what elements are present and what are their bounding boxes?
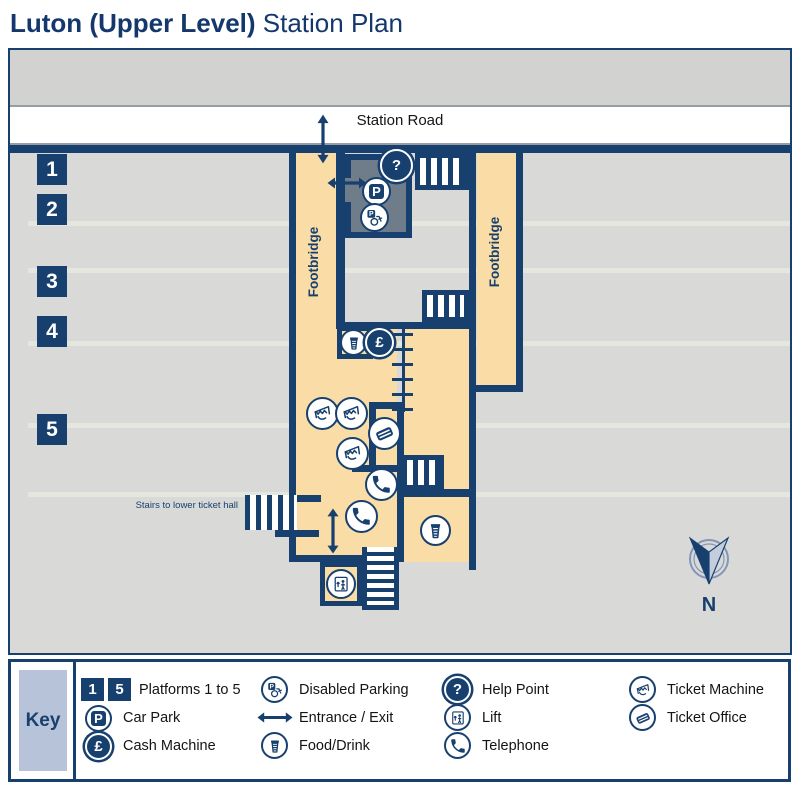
ticket-gate-tie: [392, 408, 413, 411]
key-label: Key: [19, 670, 67, 771]
telephone-icon: [365, 468, 398, 501]
stairs: [415, 153, 469, 190]
car-park-icon: P: [85, 705, 112, 732]
wall-segment: [275, 530, 319, 537]
disabled-parking-icon: P: [261, 676, 288, 703]
cash-machine-icon: £: [365, 328, 394, 357]
compass-north-label: N: [701, 594, 717, 616]
key-item-ticket-office: Ticket Office: [667, 710, 747, 726]
key-item-help-point: Help Point: [482, 682, 549, 698]
wall-segment: [397, 409, 404, 562]
telephone-icon: [444, 732, 471, 759]
ticket-office-icon: [368, 417, 401, 450]
compass-icon: [679, 532, 739, 592]
telephone-icon: [345, 500, 378, 533]
footbridge-left-label: Footbridge: [306, 226, 321, 298]
key-item-car-park: Car Park: [123, 710, 181, 726]
footbridge-right-area: [477, 153, 516, 385]
platform-4-badge: 4: [37, 316, 67, 347]
wall-segment: [345, 322, 476, 329]
stairs-to-lower-ticket-hall: [245, 495, 297, 530]
key-item-disabled-parking: Disabled Parking: [299, 682, 409, 698]
ticket-gate-tie: [392, 333, 413, 336]
station-road-label: Station Road: [356, 112, 444, 129]
key-divider: [73, 662, 76, 779]
platform-5-badge: 5: [37, 414, 67, 445]
stairs-down: [362, 547, 399, 610]
key-item-entrance-exit: Entrance / Exit: [299, 710, 394, 726]
key-item-cash-machine: Cash Machine: [123, 738, 216, 754]
lift-icon: [444, 704, 471, 731]
wall-segment: [336, 145, 345, 329]
ticket-gate-tie: [392, 348, 413, 351]
wall-segment: [397, 489, 469, 497]
ticket-machine-icon: [306, 397, 339, 430]
car-park-icon: P: [362, 177, 391, 206]
wall-segment: [289, 531, 296, 562]
disabled-parking-icon: P: [360, 203, 389, 232]
entrance-exit-icon: [257, 711, 293, 724]
wall-segment: [289, 145, 296, 499]
key-item-food-drink: Food/Drink: [299, 738, 370, 754]
stairs: [422, 290, 469, 322]
wall-segment: [294, 495, 321, 502]
ticket-machine-icon: [335, 397, 368, 430]
ticket-gate-tie: [392, 363, 413, 366]
ticket-office-icon: [629, 704, 656, 731]
station-map: Station Road 1 2 3 4 5 Footbridge Footbr…: [8, 48, 792, 655]
svg-text:P: P: [269, 683, 274, 690]
food-drink-icon: [340, 329, 367, 356]
key-item-telephone: Telephone: [482, 738, 549, 754]
cash-machine-icon: £: [85, 733, 112, 760]
wall-segment: [516, 145, 523, 392]
entrance-exit-arrow: [316, 114, 330, 164]
ticket-gate-tie: [392, 393, 413, 396]
wall-segment: [469, 145, 476, 570]
food-drink-icon: [261, 732, 288, 759]
page-title: Luton (Upper Level) Station Plan: [10, 8, 403, 39]
ticket-gate-tie: [392, 378, 413, 381]
wall-segment: [289, 555, 400, 562]
key-platform-badge-1: 1: [81, 678, 104, 701]
lift-icon: [326, 569, 356, 599]
ticket-machine-icon: [336, 437, 369, 470]
car-park-entrance-gap: [345, 178, 351, 202]
key-item-platforms: Platforms 1 to 5: [139, 682, 241, 698]
stairs: [402, 455, 444, 490]
page-title-rest: Station Plan: [255, 8, 403, 38]
station-road: [10, 107, 790, 145]
entrance-exit-arrow: [326, 508, 340, 554]
help-point-icon: ?: [380, 149, 413, 182]
food-drink-icon: [420, 515, 451, 546]
key-item-ticket-machine: Ticket Machine: [667, 682, 764, 698]
track-stripe: [28, 268, 790, 273]
entrance-exit-arrow: [327, 176, 367, 190]
wall-segment: [469, 385, 523, 392]
ticket-gate-line: [402, 327, 405, 412]
page-title-station: Luton (Upper Level): [10, 8, 256, 38]
ticket-machine-icon: [629, 676, 656, 703]
help-point-icon: ?: [444, 676, 471, 703]
platform-3-badge: 3: [37, 266, 67, 297]
stairs-note: Stairs to lower ticket hall: [135, 500, 238, 511]
key-item-lift: Lift: [482, 710, 502, 726]
platform-2-badge: 2: [37, 194, 67, 225]
key-platform-badge-5: 5: [108, 678, 131, 701]
svg-text:P: P: [369, 211, 374, 218]
footbridge-right-label: Footbridge: [487, 216, 502, 288]
key-panel: Key 1 5 Platforms 1 to 5 P Car Park £ Ca…: [8, 659, 791, 782]
far-side-area: [10, 50, 790, 107]
platform-1-badge: 1: [37, 154, 67, 185]
wall-segment: [369, 402, 404, 409]
